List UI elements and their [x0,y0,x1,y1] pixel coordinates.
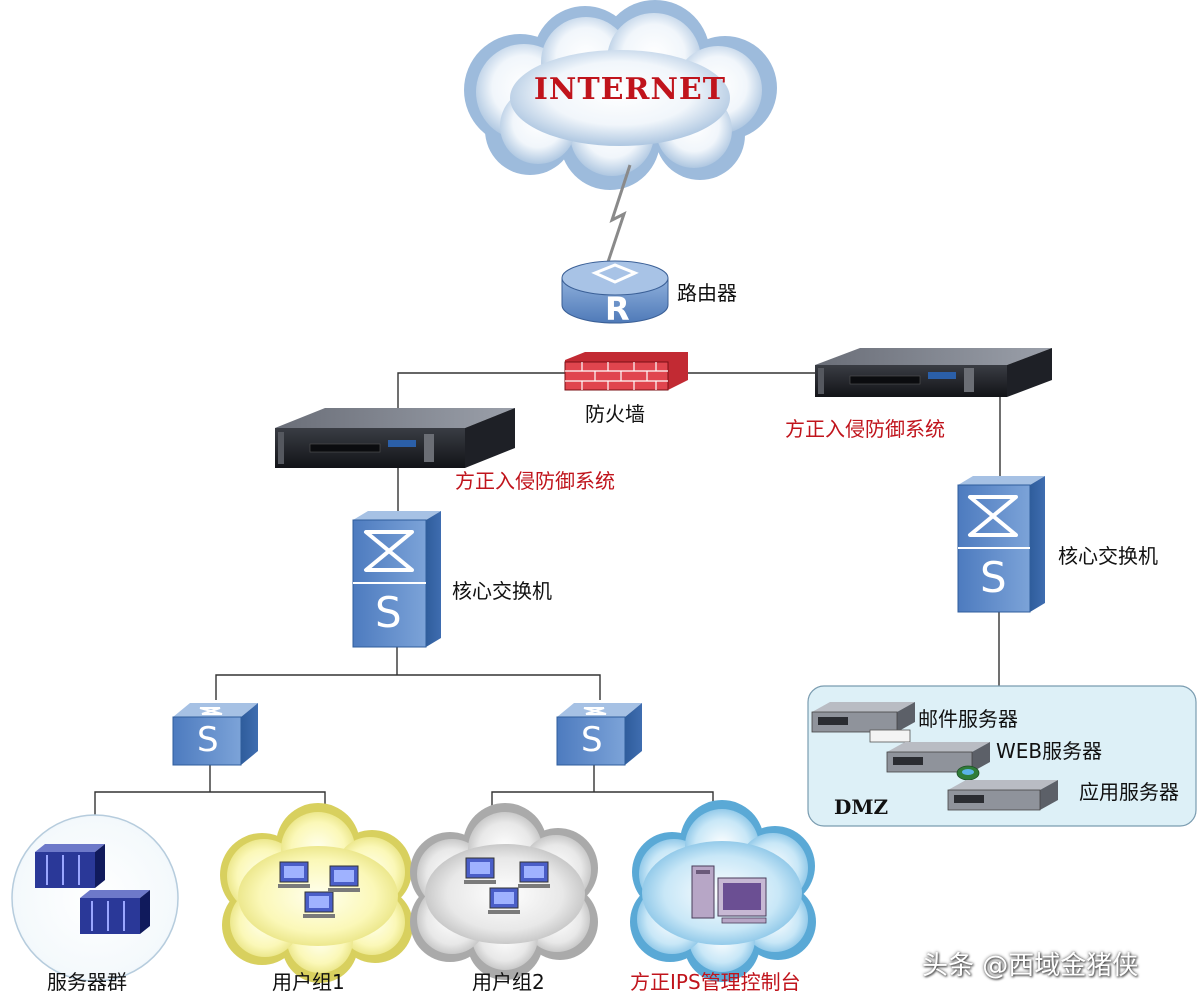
pc-cluster-2-icon [464,857,550,914]
access-switch-left-glyph: S [197,720,219,760]
watermark: 头条 @西域金猪侠 [922,951,1139,981]
access-switch-left-icon [172,703,258,766]
ips-appliance-left-icon [275,408,515,468]
server-rack-icon [80,890,150,934]
server-farm-icon [11,814,179,982]
router-label: 路由器 [677,281,737,305]
ips-console-label: 方正IPS管理控制台 [630,970,801,994]
user-group-2-label: 用户组2 [472,970,545,994]
workstation-icon [691,865,767,924]
app-server-icon [947,780,1058,811]
ips-appliance-right-icon [815,348,1052,397]
core-switch-left-glyph: S [375,588,402,637]
web-server-label: WEB服务器 [996,739,1103,763]
mail-server-label: 邮件服务器 [918,707,1018,731]
firewall-label: 防火墙 [585,402,645,426]
pc-cluster-1-icon [278,861,360,918]
mail-server-icon [811,702,915,743]
firewall-icon [564,352,688,391]
user-group-1-label: 用户组1 [272,970,345,994]
internet-label: INTERNET [533,72,727,107]
access-switch-right-glyph: S [581,720,603,760]
core-switch-right-label: 核心交换机 [1058,544,1158,568]
core-switch-right-glyph: S [980,553,1007,602]
core-switch-left-label: 核心交换机 [452,579,552,603]
internet-cloud-icon [464,0,777,190]
router-icon [561,260,669,324]
app-server-label: 应用服务器 [1079,780,1179,804]
ips-right-label: 方正入侵防御系统 [785,417,945,441]
access-switch-right-icon [556,703,642,766]
core-switch-right-icon [957,476,1045,613]
lightning-icon [606,164,632,263]
link-access-bus [215,674,601,700]
web-server-icon [886,742,990,781]
server-rack-icon [35,844,105,888]
ips-left-label: 方正入侵防御系统 [455,469,615,493]
core-switch-left-icon [352,511,441,648]
router-glyph: R [605,290,630,328]
dmz-label: DMZ [834,795,889,819]
server-farm-label: 服务器群 [47,970,127,994]
